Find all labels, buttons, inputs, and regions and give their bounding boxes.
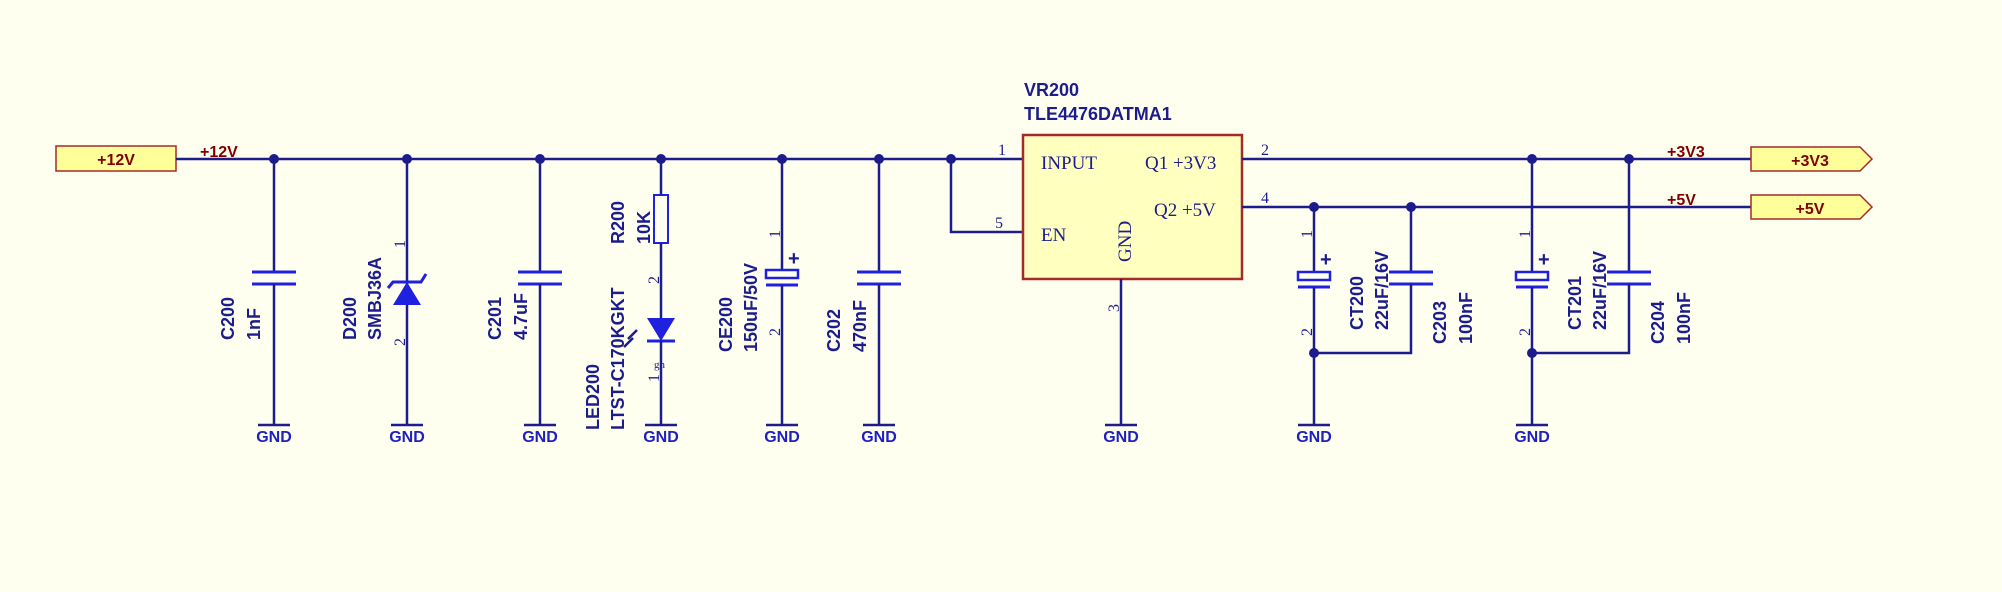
ct200-ref: CT200 bbox=[1347, 276, 1367, 330]
gnd-label: GND bbox=[389, 429, 425, 446]
c204-value: 100nF bbox=[1674, 292, 1694, 344]
ic-pin3: 3 bbox=[1106, 304, 1123, 312]
port-3v3[interactable]: +3V3 bbox=[1750, 146, 1874, 172]
c201-value: 4.7uF bbox=[511, 293, 531, 340]
capacitor-ce200[interactable]: + GND 1 2 CE200 150uF/50V bbox=[716, 159, 800, 446]
ce200-ref: CE200 bbox=[716, 297, 736, 352]
ce200-pin2: 2 bbox=[767, 328, 784, 336]
capacitor-ct201[interactable]: + GND 1 2 CT201 22uF/16V bbox=[1514, 159, 1610, 446]
port-3v3-label: +3V3 bbox=[1791, 153, 1829, 170]
plus-icon: + bbox=[1538, 249, 1550, 271]
ic-pin-q2: Q2 +5V bbox=[1154, 200, 1216, 221]
ic-pin-en: EN bbox=[1041, 225, 1067, 246]
led-icon bbox=[647, 318, 675, 341]
led-led200[interactable]: GND gn 1 LED200 LTST-C170KGKT bbox=[583, 287, 679, 446]
ct200-value: 22uF/16V bbox=[1372, 251, 1392, 330]
port-5v-label: +5V bbox=[1796, 201, 1825, 218]
gnd-label: GND bbox=[1103, 429, 1139, 446]
vr200-value: TLE4476DATMA1 bbox=[1024, 104, 1172, 124]
diode-d200[interactable]: GND 1 2 D200 SMBJ36A bbox=[340, 159, 428, 446]
ic-pin-q1: Q1 +3V3 bbox=[1145, 153, 1216, 174]
c201-ref: C201 bbox=[485, 297, 505, 340]
net-label-3v3: +3V3 bbox=[1667, 144, 1705, 161]
resistor-icon bbox=[653, 194, 669, 244]
ic-pin2: 2 bbox=[1261, 142, 1269, 159]
r200-ref: R200 bbox=[608, 201, 628, 244]
port-12v-label: +12V bbox=[97, 152, 135, 169]
net-label-12v: +12V bbox=[200, 144, 238, 161]
d200-pin2: 2 bbox=[392, 338, 409, 346]
d200-ref: D200 bbox=[340, 297, 360, 340]
led200-value: LTST-C170KGKT bbox=[608, 287, 628, 430]
ct200-pin2: 2 bbox=[1299, 328, 1316, 336]
ic-pin4: 4 bbox=[1261, 190, 1269, 207]
d200-value: SMBJ36A bbox=[365, 257, 385, 340]
port-5v[interactable]: +5V bbox=[1750, 194, 1874, 220]
gnd-label: GND bbox=[1296, 429, 1332, 446]
en-wire bbox=[949, 159, 1023, 234]
r200-value: 10K bbox=[634, 211, 654, 244]
regulator-vr200[interactable]: VR200 TLE4476DATMA1 1 5 INPUT EN GND Q1 … bbox=[995, 80, 1269, 446]
d200-pin1: 1 bbox=[392, 240, 409, 248]
c202-value: 470nF bbox=[850, 300, 870, 352]
led200-gn: gn bbox=[654, 359, 666, 371]
capacitor-c201[interactable]: GND C201 4.7uF bbox=[485, 159, 562, 446]
ct200-pin1: 1 bbox=[1299, 230, 1316, 238]
c200-ref: C200 bbox=[218, 297, 238, 340]
c202-ref: C202 bbox=[824, 309, 844, 352]
capacitor-ct200[interactable]: + GND 1 2 CT200 22uF/16V bbox=[1296, 207, 1392, 446]
plus-icon: + bbox=[1320, 249, 1332, 271]
ic-pin5: 5 bbox=[995, 215, 1003, 232]
c203-ref: C203 bbox=[1430, 301, 1450, 344]
led200-ref: LED200 bbox=[583, 364, 603, 430]
c204-ref: C204 bbox=[1648, 301, 1668, 344]
ct201-pin2: 2 bbox=[1517, 328, 1534, 336]
c203-value: 100nF bbox=[1456, 292, 1476, 344]
capacitor-c202[interactable]: GND C202 470nF bbox=[824, 159, 901, 446]
ic-pin-input: INPUT bbox=[1041, 153, 1097, 174]
gnd-label: GND bbox=[256, 429, 292, 446]
gnd-label: GND bbox=[643, 429, 679, 446]
gnd-label: GND bbox=[522, 429, 558, 446]
capacitor-c204[interactable]: C204 100nF bbox=[1532, 159, 1694, 355]
junctions-out bbox=[1309, 154, 1634, 358]
ct201-ref: CT201 bbox=[1565, 276, 1585, 330]
resistor-r200[interactable]: 2 R200 10K bbox=[608, 159, 669, 318]
capacitor-c200[interactable]: GND C200 1nF bbox=[218, 159, 296, 446]
net-label-5v: +5V bbox=[1667, 192, 1696, 209]
port-12v[interactable]: +12V bbox=[55, 145, 177, 172]
ct201-pin1: 1 bbox=[1517, 230, 1534, 238]
gnd-label: GND bbox=[861, 429, 897, 446]
gnd-label: GND bbox=[1514, 429, 1550, 446]
plus-icon: + bbox=[788, 248, 800, 270]
ic-pin1: 1 bbox=[998, 142, 1006, 159]
ic-pin-gnd: GND bbox=[1115, 221, 1136, 262]
capacitor-c203[interactable]: C203 100nF bbox=[1314, 207, 1476, 355]
tvs-diode-icon bbox=[393, 282, 421, 305]
led200-pin1: 1 bbox=[646, 374, 663, 382]
vr200-ref: VR200 bbox=[1024, 80, 1079, 100]
r200-pin2: 2 bbox=[646, 276, 663, 284]
ce200-value: 150uF/50V bbox=[741, 263, 761, 352]
ce200-pin1: 1 bbox=[767, 230, 784, 238]
ct201-value: 22uF/16V bbox=[1590, 251, 1610, 330]
gnd-label: GND bbox=[764, 429, 800, 446]
c200-value: 1nF bbox=[244, 308, 264, 340]
